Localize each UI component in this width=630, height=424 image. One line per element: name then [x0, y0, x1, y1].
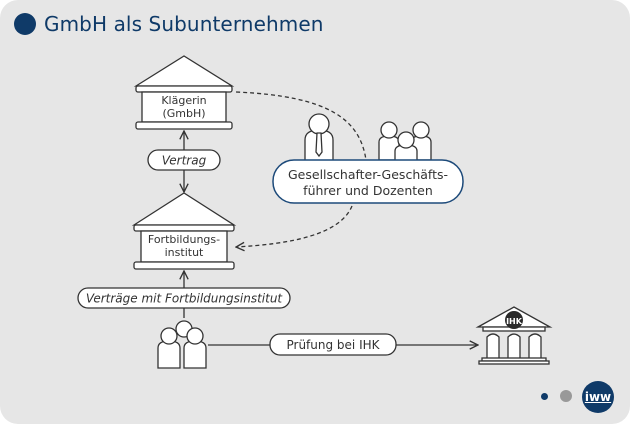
ihk-badge: [505, 311, 523, 329]
klaegerin-sublabel: (GmbH): [162, 107, 205, 120]
participants-group-icon: [157, 320, 207, 369]
vertraege-label: Verträge mit Fortbildungsinstitut: [86, 292, 284, 306]
klaegerin-building-icon: [133, 55, 235, 130]
iww-logo: iww: [582, 381, 614, 413]
institut-building-icon: [131, 192, 237, 270]
dashed-link-klaegerin: [235, 91, 367, 161]
manager-person-icon: [304, 113, 334, 163]
klaegerin-label: Klägerin: [161, 94, 206, 107]
page-dot-active[interactable]: [541, 393, 548, 400]
gesellschafter-sublabel: führer und Dozenten: [303, 183, 433, 198]
gesellschafter-pill: [272, 159, 464, 204]
institut-label: Fortbildungs-: [148, 233, 220, 246]
vertraege-pill: [77, 287, 291, 309]
vertrag-label: Vertrag: [162, 154, 207, 168]
title-bar: GmbH als Subunternehmen: [14, 12, 324, 36]
title-bullet-icon: [14, 13, 36, 35]
dashed-link-institut: [236, 205, 353, 247]
page-title: GmbH als Subunternehmen: [44, 12, 324, 36]
pruefung-pill: [269, 333, 397, 356]
ihk-badge-label: IHK: [506, 317, 523, 326]
vertrag-pill: [147, 149, 221, 171]
pruefung-label: Prüfung bei IHK: [286, 338, 380, 352]
institut-sublabel: institut: [165, 246, 204, 259]
gesellschafter-label: Gesellschafter-Geschäfts-: [288, 167, 448, 182]
page-dot[interactable]: [560, 390, 572, 402]
